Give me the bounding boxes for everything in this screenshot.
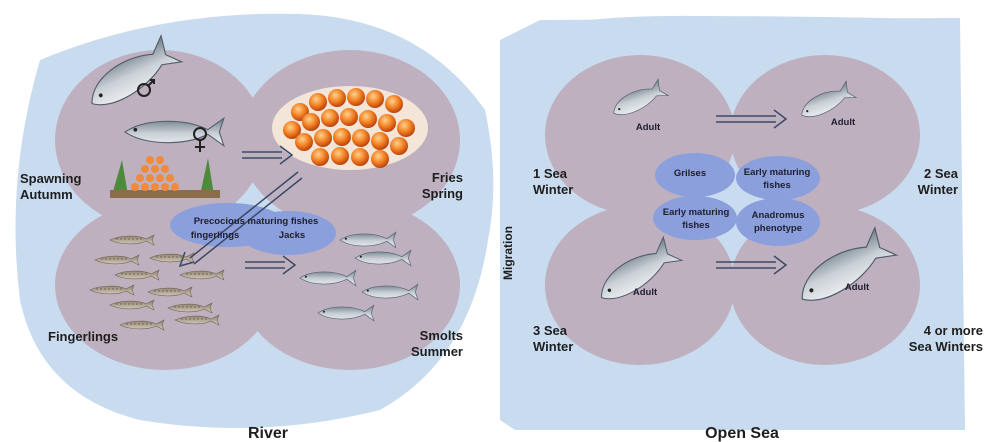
precocious-label-line2: fingerlings bbox=[191, 230, 240, 241]
adult-label-2: Adult bbox=[831, 117, 856, 128]
fries-eggs-image bbox=[272, 86, 428, 170]
jacks-label: Jacks bbox=[279, 230, 305, 241]
fingerlings-label: Fingerlings bbox=[48, 329, 118, 344]
precocious-label-line1: Precocious maturing fishes bbox=[194, 216, 319, 227]
adult-label-4: Adult bbox=[845, 282, 870, 293]
adult-label-3: Adult bbox=[633, 287, 658, 298]
migration-label: Migration bbox=[501, 226, 515, 280]
grilses-label: Grilses bbox=[674, 168, 706, 179]
adult-label-1: Adult bbox=[636, 122, 661, 133]
open-sea-title: Open Sea bbox=[705, 425, 779, 442]
river-title: River bbox=[248, 425, 288, 442]
